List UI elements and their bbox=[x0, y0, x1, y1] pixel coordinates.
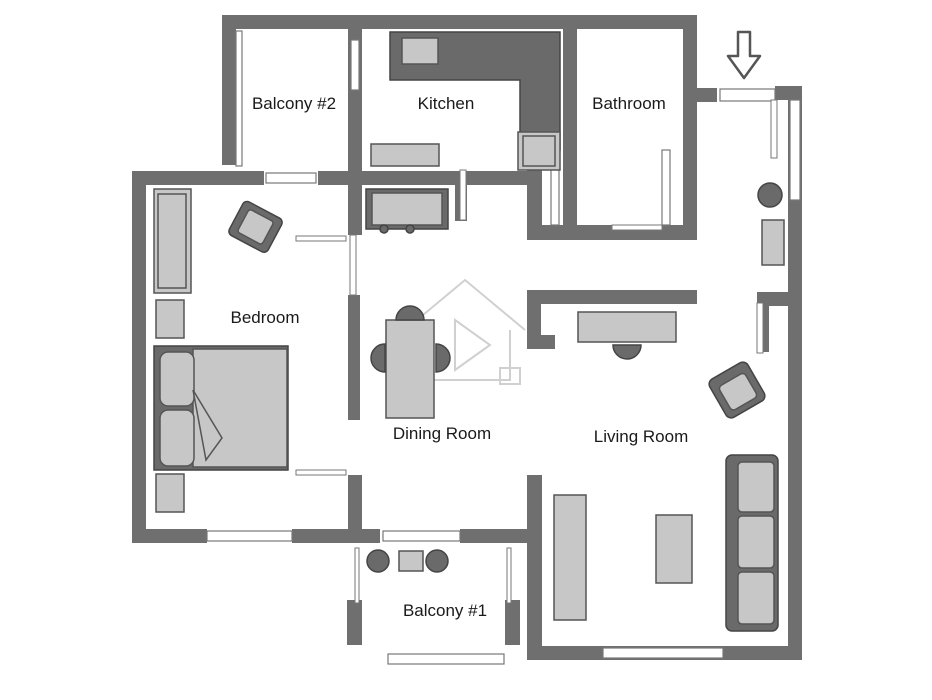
room-label-bedroom: Bedroom bbox=[231, 308, 300, 327]
down-arrow-icon bbox=[726, 30, 762, 80]
room-label-living: Living Room bbox=[594, 427, 689, 446]
hall-furniture bbox=[757, 182, 785, 266]
room-label-balcony1: Balcony #1 bbox=[403, 601, 487, 620]
balcony1-furniture bbox=[366, 549, 449, 573]
bedroom-furniture bbox=[153, 188, 289, 513]
living-furniture bbox=[553, 311, 779, 632]
doors bbox=[295, 99, 778, 604]
kitchen-furniture bbox=[365, 31, 561, 234]
room-label-balcony2: Balcony #2 bbox=[252, 94, 336, 113]
room-label-dining: Dining Room bbox=[393, 424, 491, 443]
windows bbox=[206, 30, 801, 665]
room-label-kitchen: Kitchen bbox=[418, 94, 475, 113]
dining-furniture bbox=[370, 305, 451, 419]
room-label-bathroom: Bathroom bbox=[592, 94, 666, 113]
